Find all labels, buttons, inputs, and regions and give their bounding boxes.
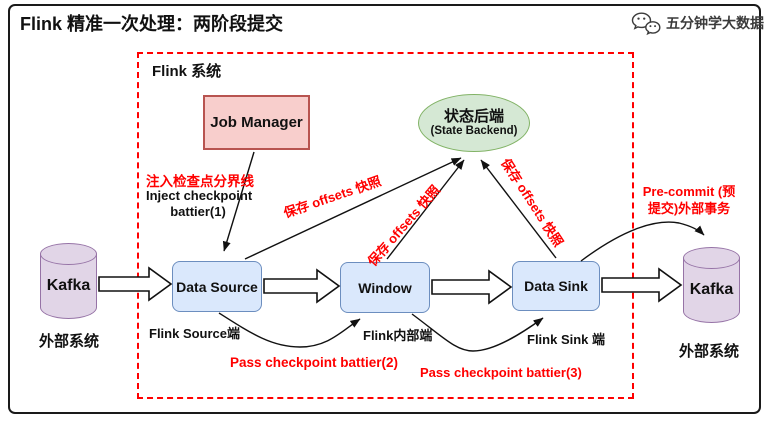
kafka-left-cylinder: Kafka <box>40 243 97 319</box>
wechat-icon <box>631 12 661 36</box>
window-label: Window <box>358 279 412 296</box>
job-manager-label: Job Manager <box>210 114 303 131</box>
inject-checkpoint-en-label: Inject checkpoint battier(1) <box>146 188 253 220</box>
precommit-label: Pre-commit (预 提交)外部事务 <box>638 183 740 217</box>
inject-checkpoint-en-line2: battier(1) <box>170 204 226 219</box>
cylinder-top <box>683 247 740 269</box>
kafka-right-cylinder: Kafka <box>683 247 740 323</box>
external-system-left-label: 外部系统 <box>38 333 99 350</box>
flink-sink-caption: Flink Sink 端 <box>527 332 606 347</box>
kafka-right-label: Kafka <box>689 281 734 298</box>
brand-badge: 五分钟学大数据 <box>630 10 764 36</box>
cylinder-top <box>40 243 97 265</box>
data-source-label: Data Source <box>176 278 258 295</box>
state-backend-node: 状态后端 (State Backend) <box>418 94 530 152</box>
data-source-node: Data Source <box>172 261 262 312</box>
precommit-line2: 提交)外部事务 <box>647 201 731 216</box>
pass-checkpoint-2-label: Pass checkpoint battier(2) <box>230 355 399 370</box>
kafka-left-label: Kafka <box>46 277 91 294</box>
data-sink-label: Data Sink <box>524 278 588 294</box>
precommit-line1: Pre-commit (预 <box>642 184 736 199</box>
job-manager-node: Job Manager <box>203 95 310 150</box>
pass-checkpoint-3-label: Pass checkpoint battier(3) <box>420 365 582 380</box>
external-system-right-label: 外部系统 <box>678 343 739 360</box>
flink-system-label: Flink 系统 <box>152 63 222 80</box>
inject-checkpoint-cn-label: 注入检查点分界线 <box>146 174 254 189</box>
page-title: Flink 精准一次处理：两阶段提交 <box>20 14 284 34</box>
flink-source-caption: Flink Source端 <box>149 326 241 341</box>
data-sink-node: Data Sink <box>512 261 600 311</box>
flink-internal-caption: Flink内部端 <box>363 328 433 343</box>
state-backend-title: 状态后端 <box>443 108 504 125</box>
brand-name: 五分钟学大数据 <box>666 15 764 31</box>
inject-checkpoint-en-line1: Inject checkpoint <box>146 188 253 203</box>
window-node: Window <box>340 262 430 313</box>
state-backend-subtitle: (State Backend) <box>430 125 518 137</box>
outer-frame <box>8 4 761 414</box>
